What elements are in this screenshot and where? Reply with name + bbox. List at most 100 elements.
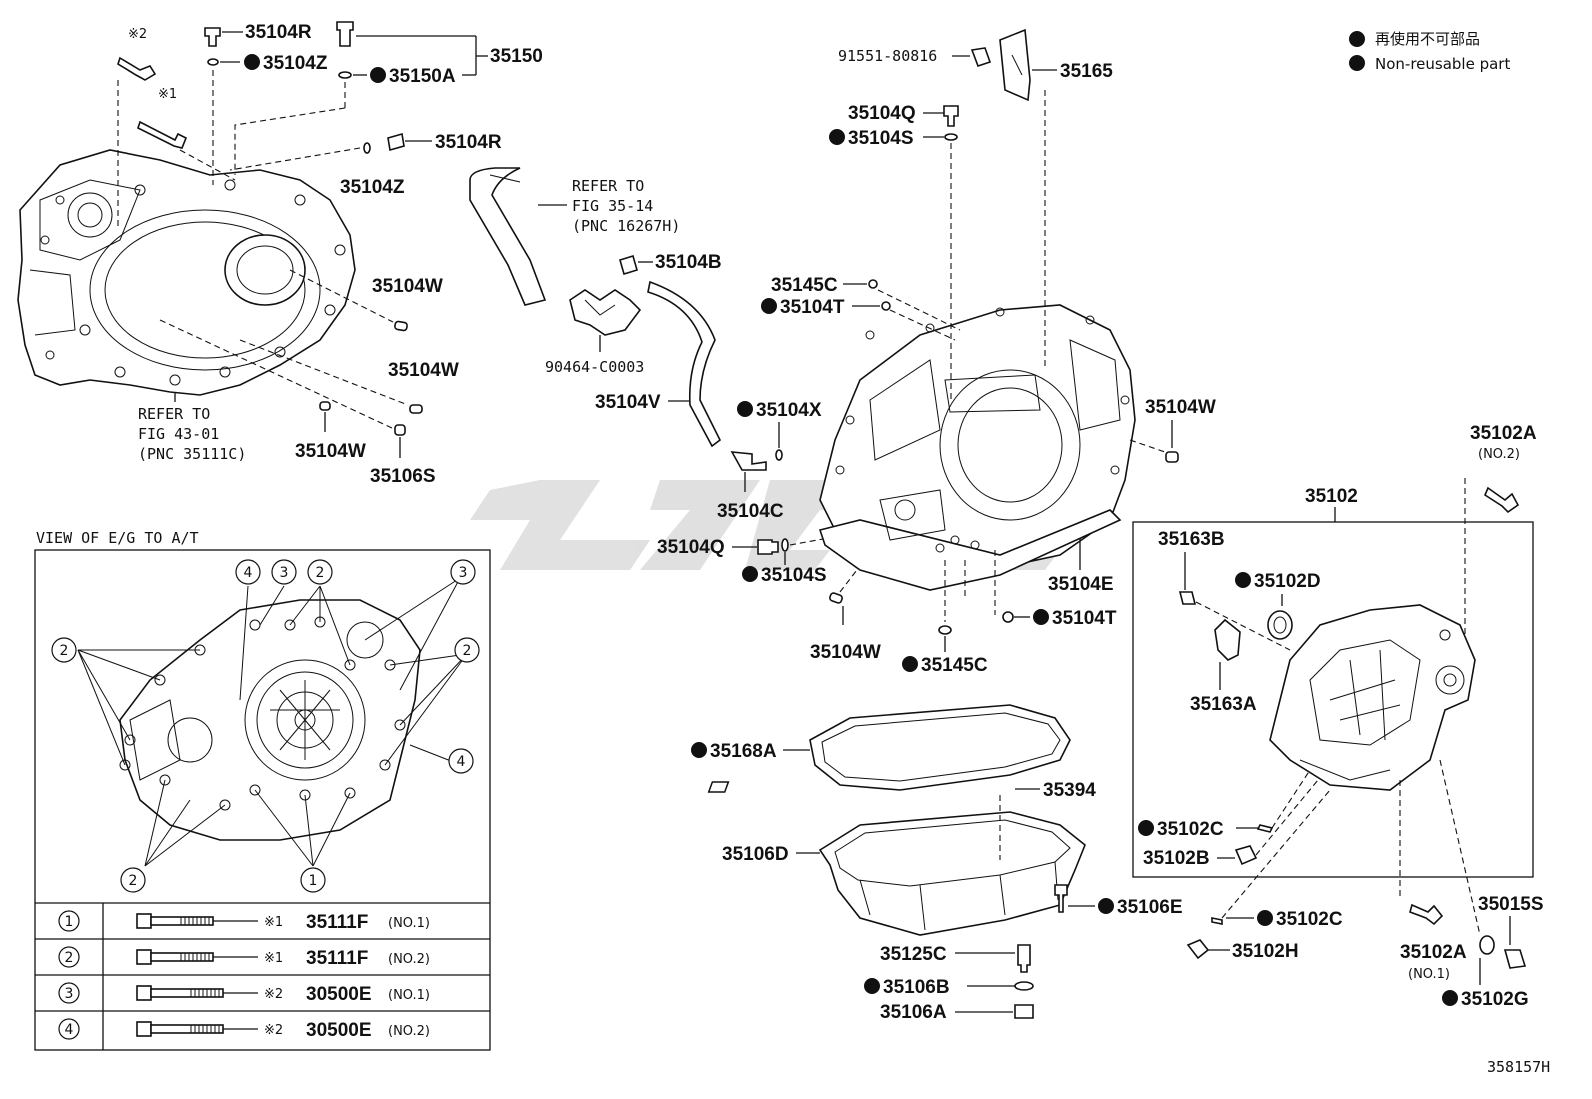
label-35102C-bottom: 35102C bbox=[1276, 909, 1343, 930]
ref-43-line2: FIG 43-01 bbox=[138, 425, 219, 443]
bolt-shank bbox=[150, 988, 224, 998]
ref-35-line2: FIG 35-14 bbox=[572, 197, 653, 215]
callout-circle: 2 bbox=[51, 637, 77, 663]
label-35165: 35165 bbox=[1060, 61, 1113, 82]
svg-text:4: 4 bbox=[457, 754, 466, 770]
bolt-shank bbox=[150, 952, 214, 962]
label-35102B: 35102B bbox=[1143, 848, 1210, 869]
bolt-mark: ※2 bbox=[264, 987, 283, 1002]
label-35104E: 35104E bbox=[1048, 574, 1114, 595]
mark-1-label: ※1 bbox=[158, 87, 177, 102]
group-35102A-no2: 35102A (NO.2) bbox=[1464, 423, 1537, 640]
callout-circle: 4 bbox=[235, 559, 261, 585]
transaxle-housing-left bbox=[17, 149, 356, 396]
bolt-table-row: 3 ※2 30500E (NO.1) bbox=[58, 982, 430, 1005]
ref-fig43: REFER TO FIG 43-01 (PNC 35111C) bbox=[138, 392, 246, 463]
callout-circle: 4 bbox=[448, 748, 474, 774]
label-35104X: 35104X bbox=[756, 400, 822, 421]
ref-35-line3: (PNC 16267H) bbox=[572, 217, 680, 235]
svg-text:2: 2 bbox=[129, 873, 138, 889]
svg-text:1: 1 bbox=[309, 873, 318, 889]
label-35104Z-top: 35104Z bbox=[263, 53, 328, 74]
label-35104W-5: 35104W bbox=[1145, 397, 1216, 418]
label-35168A: 35168A bbox=[710, 741, 777, 762]
label-35102H: 35102H bbox=[1232, 941, 1299, 962]
drawing-code: 358157H bbox=[1487, 1058, 1550, 1076]
label-35125C: 35125C bbox=[880, 944, 947, 965]
callout-circle: 3 bbox=[450, 559, 476, 585]
bolt-shank bbox=[150, 916, 214, 926]
group-35102D: 35102D bbox=[1235, 571, 1321, 640]
group-35104E-T-bottom: 35104E 35104T 35145C bbox=[902, 538, 1117, 676]
group-35106E: 35106E bbox=[1054, 884, 1183, 918]
hose-ref-group: REFER TO FIG 35-14 (PNC 16267H) bbox=[469, 167, 680, 306]
bolt-mark: ※1 bbox=[264, 951, 283, 966]
row-number-circle bbox=[58, 982, 80, 1004]
row-number: 2 bbox=[65, 950, 74, 966]
group-35163B-A: 35163B 35163A bbox=[1158, 529, 1291, 715]
bolt-mark1: ※1 bbox=[137, 87, 236, 181]
row-number-circle bbox=[58, 1018, 80, 1040]
legend-jp: 再使用不可部品 bbox=[1375, 30, 1480, 48]
group-35104Q-S-left: 35104Q 35104S bbox=[657, 524, 901, 586]
label-35104S-left: 35104S bbox=[761, 565, 827, 586]
drain-plug-group: 35125C 35106B 35106A bbox=[864, 944, 1034, 1023]
callout-circle: 2 bbox=[307, 559, 333, 585]
svg-text:2: 2 bbox=[60, 643, 69, 659]
group-91551-35165: 91551-80816 35165 bbox=[838, 28, 1113, 370]
label-35102A-bottom: 35102A bbox=[1400, 942, 1467, 963]
group-35104R-mid: 35104R 35104Z bbox=[229, 132, 502, 198]
label-35104Z-mid: 35104Z bbox=[340, 177, 405, 198]
transaxle-case-center bbox=[818, 304, 1136, 591]
ref-35-line1: REFER TO bbox=[572, 177, 644, 195]
row-number-circle bbox=[58, 946, 80, 968]
group-35102A-no1: 35102A (NO.1) bbox=[1399, 780, 1467, 982]
label-35106D: 35106D bbox=[722, 844, 789, 865]
label-35102C-top: 35102C bbox=[1157, 819, 1224, 840]
label-35104C: 35104C bbox=[717, 501, 784, 522]
bolt-mark: ※1 bbox=[264, 915, 283, 930]
label-35163A: 35163A bbox=[1190, 694, 1257, 715]
svg-text:2: 2 bbox=[316, 565, 325, 581]
label-35102A-top: 35102A bbox=[1470, 423, 1537, 444]
box-35102: 35102 bbox=[1132, 486, 1534, 878]
mark-2-label: ※2 bbox=[128, 27, 147, 42]
group-35104Q-S-top: 35104Q 35104S bbox=[829, 103, 959, 400]
bolt-part-number: 30500E bbox=[306, 984, 372, 1005]
bolt-mark2: ※2 bbox=[117, 27, 157, 230]
label-35102A-top-no: (NO.2) bbox=[1478, 447, 1520, 462]
group-35104V-hose: 35104V bbox=[595, 280, 722, 448]
bolt-qualifier: (NO.1) bbox=[388, 916, 430, 931]
label-35106E: 35106E bbox=[1117, 897, 1183, 918]
row-number-circle bbox=[58, 910, 80, 932]
bolt-part-number: 30500E bbox=[306, 1020, 372, 1041]
label-35104T-bottom: 35104T bbox=[1052, 608, 1117, 629]
extension-housing bbox=[1269, 604, 1476, 791]
svg-text:2: 2 bbox=[463, 643, 472, 659]
label-35102: 35102 bbox=[1305, 486, 1358, 507]
label-35104Q-top: 35104Q bbox=[848, 103, 916, 124]
oil-pan-gasket: 35168A bbox=[691, 704, 1071, 791]
dowels-left: 35104W 35104W 35104W 35106S bbox=[159, 269, 459, 487]
bolt-qualifier: (NO.1) bbox=[388, 988, 430, 1003]
legend-bullet-1 bbox=[1349, 31, 1365, 47]
row-number: 3 bbox=[65, 986, 74, 1002]
label-35104W-3: 35104W bbox=[295, 441, 366, 462]
label-35104B: 35104B bbox=[655, 252, 722, 273]
label-35104R-mid: 35104R bbox=[435, 132, 502, 153]
bolt-icon bbox=[136, 985, 152, 1001]
bolt-qualifier: (NO.2) bbox=[388, 1024, 430, 1039]
label-35102A-bottom-no: (NO.1) bbox=[1408, 967, 1450, 982]
bolt-mark: ※2 bbox=[264, 1023, 283, 1038]
group-35150: 35104R 35104Z 35150A 35150 bbox=[204, 21, 543, 185]
label-35015S: 35015S bbox=[1478, 894, 1544, 915]
row-number: 1 bbox=[65, 914, 74, 930]
group-35102C-B: 35102C 35102B bbox=[1138, 769, 1319, 869]
group-35104B: 35104B 90464-C0003 bbox=[545, 252, 722, 376]
label-35145C-bottom: 35145C bbox=[921, 655, 988, 676]
label-35102G: 35102G bbox=[1461, 989, 1529, 1010]
label-35104Q-left: 35104Q bbox=[657, 537, 725, 558]
